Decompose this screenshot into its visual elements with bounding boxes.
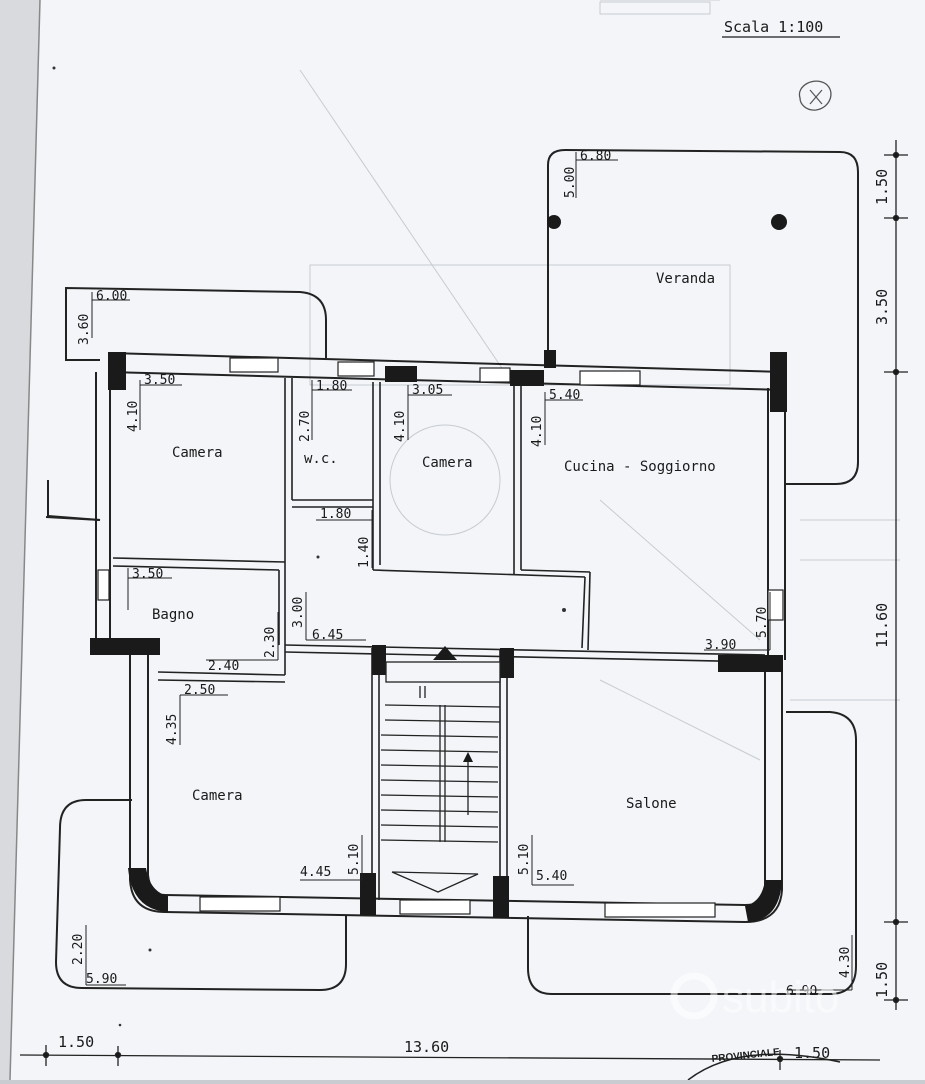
dim-label: 2.20 bbox=[71, 934, 86, 965]
dim-label: 3.50 bbox=[132, 567, 163, 582]
dim-label: 6.00 bbox=[96, 289, 127, 304]
room-camera-nw: Camera bbox=[172, 445, 223, 461]
dim-label: 1.50 bbox=[58, 1033, 94, 1051]
dim-label: 5.10 bbox=[517, 844, 532, 875]
vertical-dimension-labels: 5.00 3.60 4.10 2.70 4.10 4.10 1.40 3.00 … bbox=[71, 167, 891, 998]
windows bbox=[97, 357, 784, 918]
watermark-text: subito bbox=[722, 973, 839, 1022]
binder-edge bbox=[0, 0, 40, 1080]
room-veranda: Veranda bbox=[656, 271, 715, 287]
dim-label: 3.50 bbox=[144, 373, 175, 388]
page-edge bbox=[9, 0, 41, 1081]
dimension-labels: 6.80 6.00 3.50 1.80 3.05 5.40 1.80 3.50 … bbox=[58, 149, 830, 1062]
dim-label: 2.40 bbox=[208, 659, 239, 674]
dim-label: 3.50 bbox=[873, 289, 891, 325]
pillars bbox=[90, 214, 787, 922]
dim-label: 5.70 bbox=[755, 607, 770, 638]
specks bbox=[52, 66, 566, 1027]
room-camera-n: Camera bbox=[422, 455, 473, 471]
dim-markers bbox=[85, 152, 853, 991]
stairwell bbox=[380, 661, 501, 893]
dim-label: 5.40 bbox=[549, 388, 580, 403]
dim-label: 2.30 bbox=[263, 627, 278, 658]
dim-label: 3.60 bbox=[77, 314, 92, 345]
ghost-lines bbox=[299, 0, 900, 761]
room-bagno: Bagno bbox=[152, 607, 194, 623]
dim-label: 1.40 bbox=[357, 537, 372, 568]
dim-label: 4.10 bbox=[393, 411, 408, 442]
dim-label: 6.90 bbox=[786, 984, 817, 999]
dim-label: 4.10 bbox=[126, 401, 141, 432]
dim-label: 5.00 bbox=[563, 167, 578, 198]
dim-label: 6.80 bbox=[580, 149, 611, 164]
subito-watermark: subito bbox=[670, 972, 839, 1022]
dim-label: 2.70 bbox=[298, 411, 313, 442]
dim-label: 1.80 bbox=[316, 379, 347, 394]
dim-label: 4.30 bbox=[838, 947, 853, 978]
entrance-arrow bbox=[433, 646, 457, 660]
dim-label: 1.50 bbox=[873, 169, 891, 205]
stair-arrow bbox=[463, 752, 473, 762]
room-camera-sw: Camera bbox=[192, 788, 243, 804]
dim-label: 13.60 bbox=[404, 1038, 449, 1056]
dim-label: 4.35 bbox=[165, 714, 180, 745]
dim-label: 5.40 bbox=[536, 869, 567, 884]
bottom-dimension-line bbox=[19, 1045, 881, 1070]
dim-label: 1.50 bbox=[794, 1044, 830, 1062]
dim-label: 3.90 bbox=[705, 638, 736, 653]
handwritten-mark bbox=[798, 80, 832, 111]
interior-walls bbox=[112, 378, 766, 905]
dim-label: 6.45 bbox=[312, 628, 343, 643]
scale-label: Scala 1:100 bbox=[724, 18, 823, 36]
dim-label: 3.00 bbox=[291, 597, 306, 628]
dim-label: 1.50 bbox=[873, 962, 891, 998]
dim-label: 11.60 bbox=[873, 603, 891, 648]
dim-label: 4.45 bbox=[300, 865, 331, 880]
dim-label: 4.10 bbox=[530, 416, 545, 447]
room-salone: Salone bbox=[626, 796, 677, 812]
right-dimension-line bbox=[884, 140, 908, 1010]
room-cucina-soggiorno: Cucina - Soggiorno bbox=[564, 459, 716, 475]
dim-label: 2.50 bbox=[184, 683, 215, 698]
room-wc: w.c. bbox=[304, 451, 338, 467]
balconies bbox=[45, 148, 859, 995]
paper bbox=[10, 0, 925, 1080]
dim-label: 3.05 bbox=[412, 383, 443, 398]
dim-label: 5.90 bbox=[86, 972, 117, 987]
room-labels: Veranda Camera w.c. Camera Cucina - Sogg… bbox=[152, 271, 716, 812]
dim-label: 5.10 bbox=[347, 844, 362, 875]
dim-label: 1.80 bbox=[320, 507, 351, 522]
